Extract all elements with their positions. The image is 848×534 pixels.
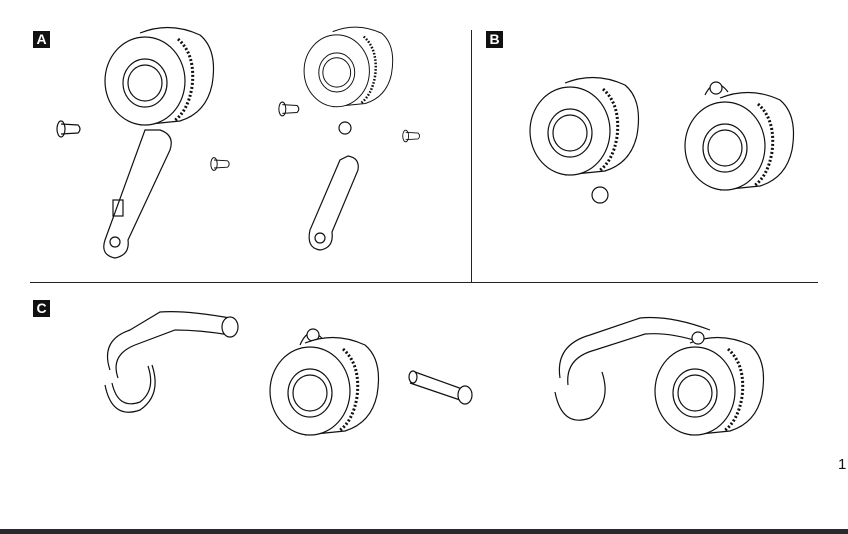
divider-vertical bbox=[471, 30, 472, 282]
section-label-c: C bbox=[33, 300, 50, 317]
section-label-b: B bbox=[486, 31, 503, 48]
footer-bar bbox=[0, 529, 848, 534]
figure-a-light-with-long-bracket bbox=[56, 25, 230, 259]
figure-c-light bbox=[268, 328, 380, 437]
figure-b-light-bottom-mount bbox=[528, 75, 640, 204]
figure-c-handlebar-clamp bbox=[104, 311, 239, 413]
figure-c-bolt bbox=[408, 370, 473, 405]
figure-b-light-top-mount bbox=[683, 81, 795, 192]
figure-a-light-with-short-bracket bbox=[278, 25, 421, 251]
divider-horizontal bbox=[30, 282, 818, 283]
page-number: 1 bbox=[838, 456, 847, 473]
figure-c-assembled-light bbox=[554, 316, 765, 437]
section-label-a: A bbox=[33, 31, 50, 48]
